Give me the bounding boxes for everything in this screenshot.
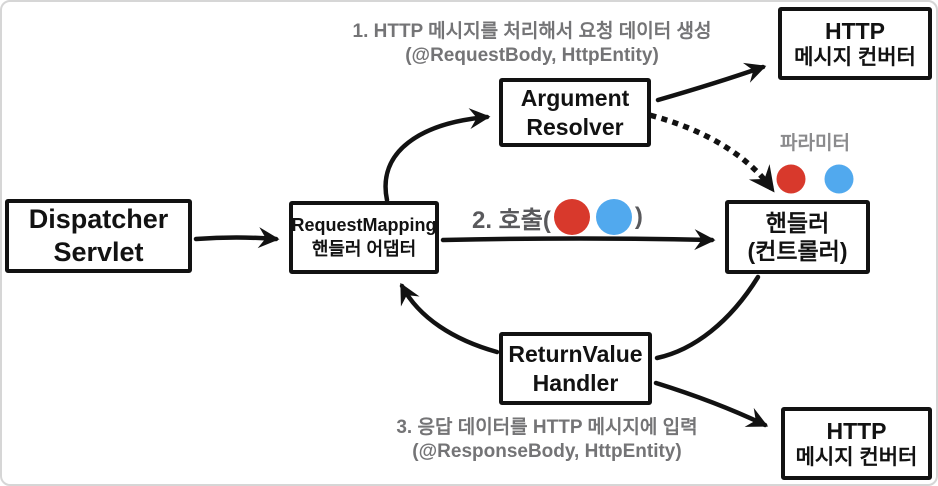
handler-controller-box: 핸들러 (컨트롤러) [725,200,870,274]
arrow-return-value-to-http-converter-bottom [653,380,769,428]
step3-annotation-line2: (@ResponseBody, HttpEntity) [412,440,682,462]
return-value-handler-line2: Handler [532,369,619,396]
http-message-converter-top-box: HTTP 메시지 컨버터 [778,7,932,80]
handler-controller-line2: (컨트롤러) [747,238,848,264]
arrow-adapter-to-argument-resolver [383,108,491,203]
step2-call-prefix: 2. 호출( [472,206,551,234]
argument-resolver-line2: Resolver [526,113,624,140]
argument-resolver-line1: Argument [520,85,630,112]
http-message-converter-top-line1: HTTP [824,17,886,44]
step1-annotation-line1: 1. HTTP 메시지를 처리해서 요청 데이터 생성 [352,21,712,42]
return-value-handler-line1: ReturnValue [508,341,643,368]
step1-annotation-line2: (@RequestBody, HttpEntity) [405,44,659,66]
call-argument-blue-circle [595,199,632,235]
argument-resolver-box: Argument Resolver [499,78,651,147]
arrow-handler-to-return-value [654,274,761,361]
arrow-adapter-to-handler [440,229,716,251]
parameter-label: 파라미터 [780,133,850,154]
arrow-return-value-to-adapter [399,282,500,355]
dispatcher-servlet-line2: Servlet [53,237,144,267]
http-message-converter-top-line2: 메시지 컨버터 [794,45,916,69]
return-value-handler-box: ReturnValue Handler [499,332,652,405]
request-mapping-adapter-line1: RequestMapping [291,215,437,236]
http-message-converter-bottom-box: HTTP 메시지 컨버터 [781,407,932,480]
step2-call-suffix: ) [634,203,643,230]
request-mapping-adapter-line2: 핸들러 어댑터 [311,238,417,259]
parameter-red-circle [776,164,806,194]
dispatcher-servlet-box: Dispatcher Servlet [5,199,192,273]
step1-annotation: 1. HTTP 메시지를 처리해서 요청 데이터 생성 (@RequestBod… [322,20,742,68]
step3-annotation: 3. 응답 데이터를 HTTP 메시지에 입력 (@ResponseBody, … [337,416,757,464]
request-mapping-adapter-box: RequestMapping 핸들러 어댑터 [289,201,439,274]
parameter-circles [776,164,854,194]
arrow-argument-resolver-to-handler-dotted [649,112,776,193]
arrow-argument-resolver-to-http-converter-top [655,62,767,103]
dispatcher-servlet-line1: Dispatcher [28,204,169,235]
parameter-blue-circle [824,164,854,194]
http-message-converter-bottom-line1: HTTP [826,417,887,444]
step3-annotation-line1: 3. 응답 데이터를 HTTP 메시지에 입력 [396,417,698,438]
step2-call-annotation: 2. 호출( ) [472,195,643,239]
handler-controller-line1: 핸들러 [765,209,830,236]
arrow-dispatcher-to-adapter [193,227,280,249]
http-message-converter-bottom-line2: 메시지 컨버터 [795,445,918,469]
call-argument-red-circle [553,199,590,235]
